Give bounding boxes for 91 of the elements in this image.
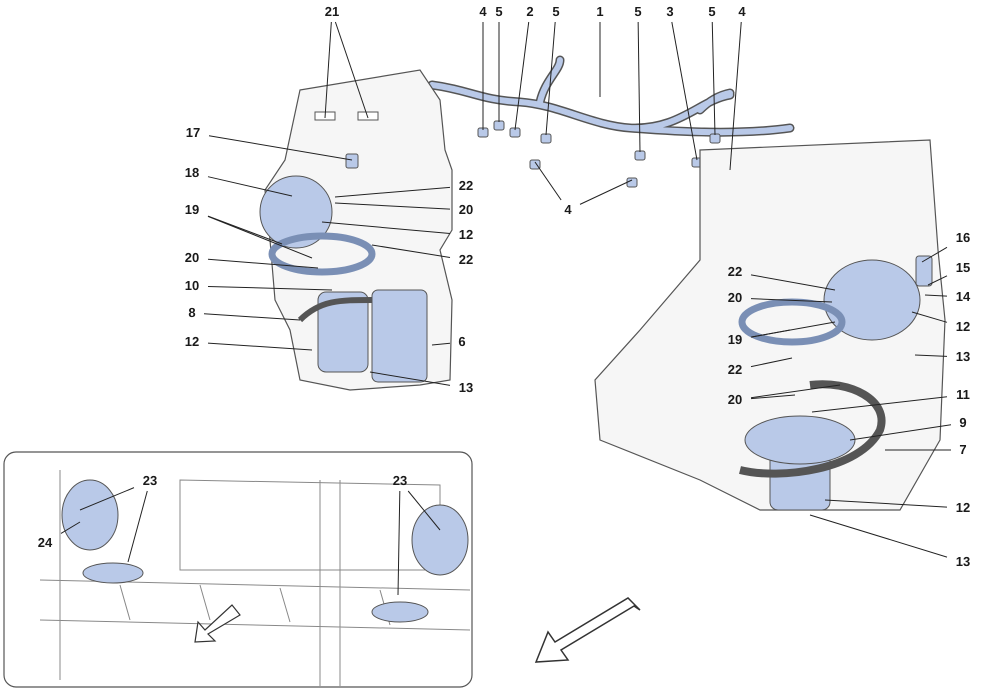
- leader-line: [370, 372, 450, 386]
- callout-number: 20: [456, 202, 476, 218]
- callout-number: 8: [186, 305, 198, 321]
- callout-number: 19: [182, 202, 202, 218]
- fuel-tank-assembly-drawing: [594, 139, 946, 511]
- callout-number: 2: [524, 4, 536, 20]
- leader-line: [208, 342, 312, 350]
- leader-line: [432, 342, 450, 346]
- leader-line: [912, 312, 948, 323]
- callout-number: 13: [954, 554, 972, 570]
- callout-number: 4: [736, 4, 748, 20]
- leader-line: [928, 275, 948, 286]
- callout-number: 5: [493, 4, 505, 20]
- leader-line: [671, 22, 698, 160]
- leader-line: [408, 490, 440, 530]
- leader-line: [580, 180, 632, 205]
- leader-line: [750, 298, 832, 302]
- leader-line: [730, 22, 742, 170]
- leader-line: [546, 22, 556, 136]
- leader-line: [850, 424, 952, 440]
- callout-number: 13: [954, 349, 972, 365]
- callout-number: 13: [456, 380, 476, 396]
- callout-number: 18: [182, 165, 202, 181]
- callout-number: 5: [632, 4, 644, 20]
- leader-line: [334, 202, 450, 210]
- leader-line: [482, 22, 484, 130]
- callout-number: 16: [954, 230, 972, 246]
- callout-number: 22: [456, 178, 476, 194]
- callout-number: 12: [182, 334, 202, 350]
- rear-floor-drawing: [3, 451, 473, 688]
- leader-line: [810, 514, 948, 558]
- callout-number: 20: [726, 392, 744, 408]
- leader-line: [914, 354, 948, 357]
- callout-number: 14: [954, 289, 972, 305]
- leader-line: [922, 246, 948, 262]
- callout-number: 7: [957, 442, 969, 458]
- leader-line: [60, 522, 80, 534]
- leader-line: [750, 330, 790, 338]
- fuel-tank-assembly-drawing: [260, 69, 453, 391]
- leader-line: [208, 216, 312, 258]
- leader-line: [924, 294, 948, 297]
- callout-number: 3: [664, 4, 676, 20]
- leader-line: [398, 490, 400, 596]
- leader-line: [208, 176, 292, 196]
- callout-number: 11: [954, 387, 972, 403]
- callout-number: 17: [184, 125, 202, 141]
- leader-line: [128, 490, 148, 562]
- leader-line: [534, 162, 562, 200]
- leader-line: [208, 135, 352, 160]
- leader-line: [372, 244, 450, 258]
- leader-line: [324, 22, 332, 118]
- callout-number: 9: [957, 415, 969, 431]
- leader-line: [750, 358, 792, 368]
- leader-line: [204, 313, 300, 320]
- leader-line: [712, 22, 716, 136]
- callout-number: 23: [390, 473, 410, 489]
- leader-line: [812, 396, 948, 412]
- callout-number: 12: [954, 319, 972, 335]
- leader-line: [750, 274, 836, 290]
- leader-line: [334, 186, 450, 198]
- callout-number: 21: [322, 4, 342, 20]
- callout-number: 5: [706, 4, 718, 20]
- callout-number: 20: [726, 290, 744, 306]
- callout-number: 15: [954, 260, 972, 276]
- callout-number: 20: [182, 250, 202, 266]
- callout-number: 22: [726, 362, 744, 378]
- callout-number: 12: [456, 227, 476, 243]
- callout-number: 22: [456, 252, 476, 268]
- leader-line: [334, 22, 368, 118]
- callout-number: 4: [562, 202, 574, 218]
- callout-number: 1: [594, 4, 606, 20]
- leader-line: [80, 487, 134, 510]
- callout-number: 23: [140, 473, 160, 489]
- leader-line: [498, 22, 500, 122]
- leader-line: [322, 222, 450, 234]
- callout-number: 22: [726, 264, 744, 280]
- leader-line: [208, 216, 282, 244]
- leader-line: [208, 286, 332, 290]
- leader-line: [514, 22, 530, 130]
- leader-line: [750, 384, 840, 398]
- callout-number: 4: [477, 4, 489, 20]
- callout-number: 6: [456, 334, 468, 350]
- callout-number: 12: [954, 500, 972, 516]
- leader-line: [750, 394, 796, 400]
- leader-line: [208, 258, 318, 268]
- callout-number: 24: [36, 535, 54, 551]
- leader-line: [824, 500, 948, 508]
- callout-number: 10: [182, 278, 202, 294]
- callout-number: 19: [726, 332, 744, 348]
- callout-number: 5: [550, 4, 562, 20]
- leader-line: [638, 22, 640, 152]
